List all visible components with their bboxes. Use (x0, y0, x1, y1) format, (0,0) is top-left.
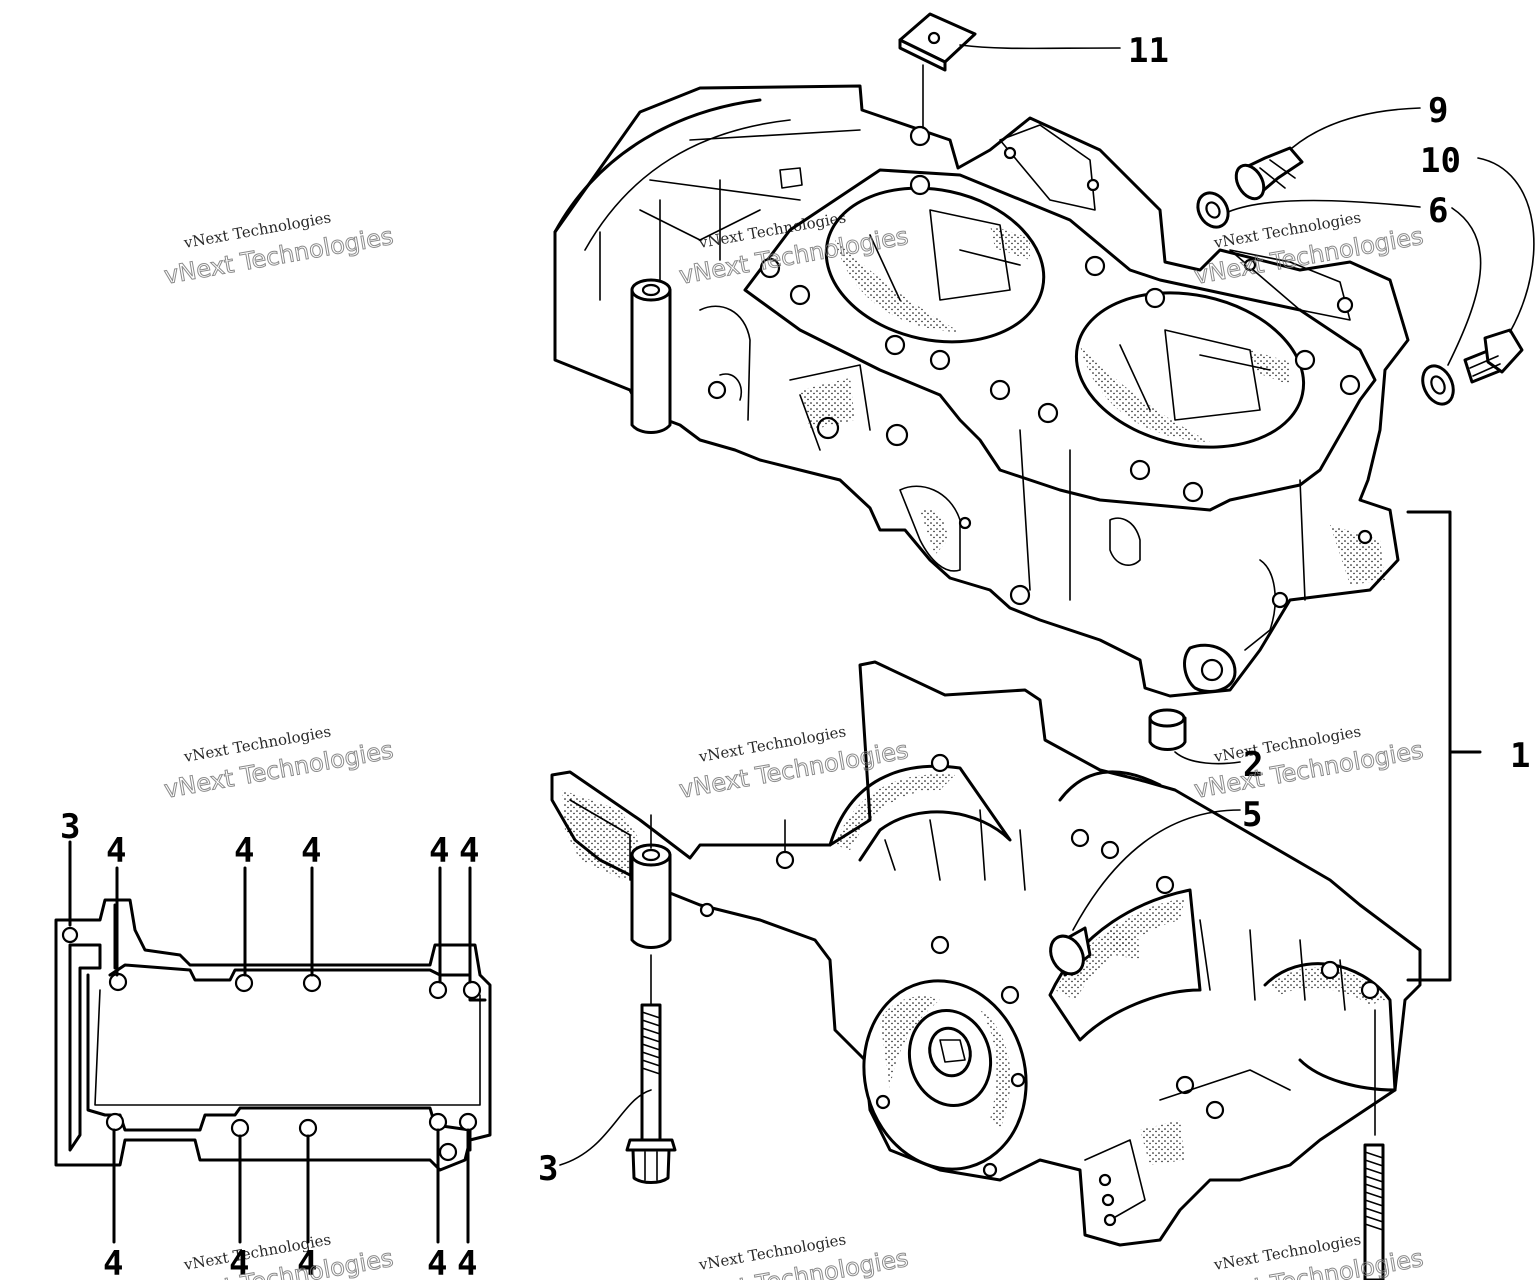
callout-3-main: 3 (538, 1149, 558, 1189)
callout-5: 5 (1242, 795, 1262, 835)
watermark: vNext Technologies vNext Technologies (1192, 1230, 1426, 1284)
part-3-bolt (625, 954, 677, 1184)
part-11-cover-plate (898, 12, 977, 129)
inset-callout-4-top-3: 4 (301, 831, 321, 871)
lower-crankcase (550, 660, 1422, 1247)
leader-6-lower (1447, 207, 1482, 366)
callout-11: 11 (1128, 31, 1169, 71)
inset-callout-3: 3 (60, 807, 80, 847)
leader-10 (1477, 157, 1535, 333)
inset-callout-4-top-4: 4 (429, 831, 449, 871)
inset-callout-4-bottom-4: 4 (427, 1244, 447, 1280)
inset-callout-4-top-2: 4 (234, 831, 254, 871)
watermark: vNext Technologies vNext Technologies (162, 722, 396, 804)
bracket-1 (1406, 510, 1482, 982)
part-10-bolt (1463, 328, 1524, 384)
callout-10: 10 (1420, 141, 1461, 181)
bolt-sequence-inset: 3 4 4 4 4 4 4 4 4 4 4 (54, 807, 492, 1284)
inset-callout-4-bottom-5: 4 (457, 1244, 477, 1280)
main-callouts: 11 9 10 6 1 2 5 3 (538, 31, 1530, 1189)
leader-11 (959, 44, 1121, 50)
callout-2: 2 (1243, 745, 1263, 785)
inset-callout-4-bottom-3: 4 (297, 1244, 317, 1280)
inset-callout-4-top-5: 4 (459, 831, 479, 871)
part-2-dowel (1148, 708, 1187, 751)
callout-6: 6 (1428, 191, 1448, 231)
inset-callout-4-bottom-1: 4 (103, 1244, 123, 1280)
leader-6-upper (1227, 199, 1421, 213)
leader-lines (559, 44, 1535, 1166)
upper-deck-bolt-holes (759, 125, 1361, 503)
part-9-fitting (1234, 146, 1304, 201)
watermark: vNext Technologies vNext Technologies (162, 1230, 396, 1284)
lower-bolt-holes (699, 753, 1380, 1120)
part-6-washer-lower (1421, 364, 1455, 406)
inset-callout-4-bottom-2: 4 (229, 1244, 249, 1280)
inset-callout-4-top-1: 4 (106, 831, 126, 871)
leader-3 (559, 1089, 652, 1166)
leader-5 (1072, 809, 1241, 931)
watermark: vNext Technologies vNext Technologies (162, 208, 396, 290)
callout-1: 1 (1510, 736, 1530, 776)
watermark: vNext Technologies vNext Technologies (1192, 722, 1426, 804)
part-6-washer-upper (1196, 191, 1230, 229)
watermark: vNext Technologies vNext Technologies (677, 1230, 911, 1284)
callout-9: 9 (1428, 91, 1448, 131)
leader-2 (1174, 751, 1241, 765)
leader-9 (1291, 107, 1421, 149)
upper-crankcase (553, 84, 1410, 698)
